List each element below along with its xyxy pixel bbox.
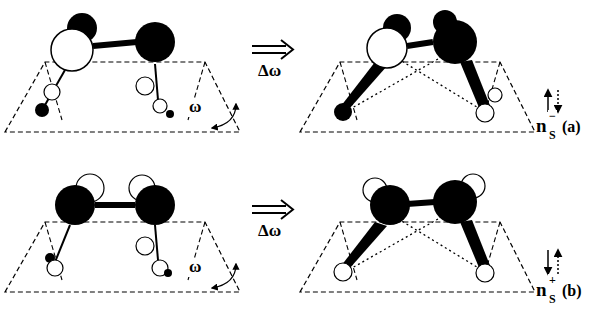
twisted-ethylene-b [300,174,535,292]
transform-arrow [252,200,293,219]
label: Δω [257,62,282,81]
label: n [535,280,548,301]
label: S [548,293,557,306]
label: n [535,116,548,137]
label: (b) [561,282,583,300]
label: ω [188,258,202,277]
label: (a) [561,118,582,136]
label: − [548,110,557,123]
planar-ethylene-b [5,174,240,292]
planar-ethylene-a [5,13,240,132]
label: ω [188,98,202,117]
label: + [548,274,557,287]
twisted-ethylene-a [300,10,535,132]
label: Δω [257,222,282,241]
label: S [548,129,557,142]
spin-arrows [548,90,558,112]
spin-arrows [548,250,558,274]
transform-arrow [252,40,293,59]
